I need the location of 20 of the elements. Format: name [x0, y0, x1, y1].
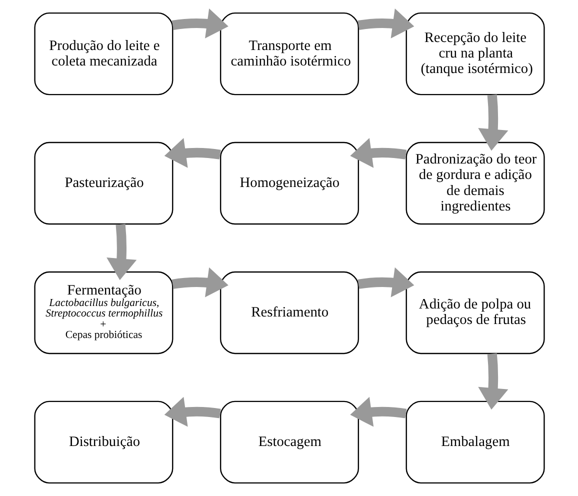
arrow — [164, 138, 220, 168]
node-box: Transporte em caminhão isotérmico — [219, 12, 359, 96]
node-box: Estocagem — [219, 400, 359, 484]
node-box: Homogeneização — [219, 142, 359, 225]
node-box: Adição de polpa ou pedaços de frutas — [405, 271, 544, 354]
node-box: Fermentação Lactobacillus bulgaricus, Streptococcus termophillus + Cepas probióticas — [34, 271, 173, 354]
node-box: Produção do leite e coleta mecanizada — [34, 12, 173, 96]
arrow — [478, 94, 508, 151]
node-box: Padronização do teor de gordura e adição de demais ingredientes — [405, 142, 544, 225]
node-box: Resfriamento — [219, 271, 359, 354]
node-box: Distribuição — [34, 400, 173, 484]
arrow — [164, 396, 220, 427]
arrow — [106, 224, 136, 280]
node-box: Pasteurização — [34, 142, 173, 225]
arrow — [357, 8, 414, 38]
arrow — [350, 396, 406, 427]
node-box: Embalagem — [405, 400, 544, 484]
arrow — [478, 353, 508, 410]
arrow — [350, 138, 406, 168]
node-box: Recepção do leite cru na planta (tanque isotérmico) — [405, 12, 544, 96]
